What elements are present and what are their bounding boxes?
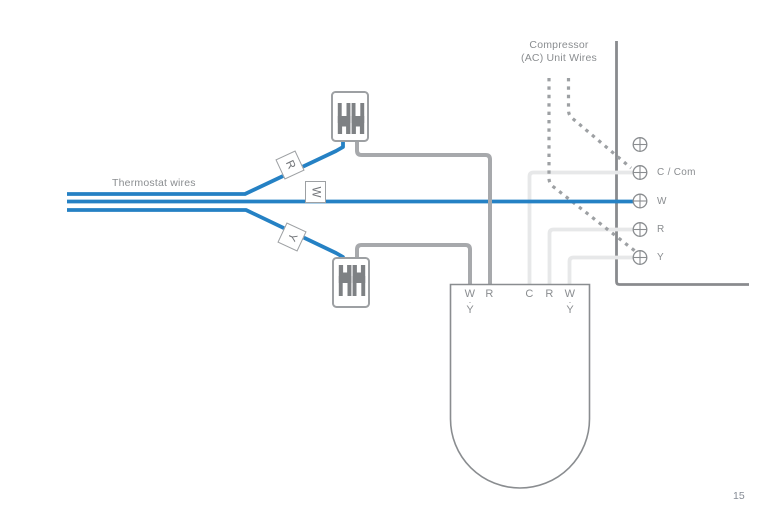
terminal-label-r: R xyxy=(657,224,665,235)
compressor-dashed-wire-right xyxy=(566,78,633,170)
base-terminal-wy-right: W · Y xyxy=(560,289,580,316)
terminal-screw-icon xyxy=(632,250,648,265)
terminal-label-w: W xyxy=(657,195,667,207)
base-terminal-letter: R xyxy=(485,288,494,300)
terminal-screw-icon xyxy=(632,222,648,237)
terminal-label-c-com: C / Com xyxy=(657,167,696,178)
terminal-label-y: Y xyxy=(657,252,664,263)
compressor-label-line2: (AC) Unit Wires xyxy=(521,52,597,64)
terminal-screw-icon xyxy=(632,165,648,180)
base-terminal-sub-letter: Y xyxy=(566,304,574,316)
base-terminal-letter: R xyxy=(545,288,554,300)
base-terminal-r-right: R xyxy=(540,289,560,300)
thermostat-base xyxy=(449,283,591,489)
compressor-unit-wires-label: Compressor (AC) Unit Wires xyxy=(499,39,619,65)
r-terminal-wire xyxy=(547,227,633,288)
wire-tag-r-letter: R xyxy=(282,158,298,172)
y-wire-from-connector xyxy=(355,243,472,288)
base-terminal-r-left: R xyxy=(480,289,500,300)
base-terminal-letter: C xyxy=(525,288,534,300)
wire-tag-w-letter: W xyxy=(309,186,322,198)
base-terminal-sub-letter: Y xyxy=(466,304,474,316)
page-number: 15 xyxy=(733,490,745,502)
compressor-label-line1: Compressor xyxy=(529,39,589,51)
equipment-frame-line xyxy=(615,41,749,286)
thermostat-wires-label: Thermostat wires xyxy=(112,177,196,189)
r-wire-from-connector xyxy=(355,138,492,288)
base-terminal-dot: · xyxy=(568,297,572,307)
thermostat-wire-r xyxy=(67,138,345,196)
base-terminal-wy-left: W · Y xyxy=(460,289,480,316)
base-terminal-letter: W xyxy=(564,288,576,300)
base-terminal-c: C xyxy=(520,289,540,300)
wire-tag-w: W xyxy=(305,181,326,203)
wire-tag-y-letter: Y xyxy=(284,230,300,244)
terminal-screw-icon xyxy=(632,193,648,209)
compressor-dashed-wire-left xyxy=(547,78,636,253)
wire-connector-icon xyxy=(332,257,370,308)
wire-connector-icon xyxy=(331,91,369,142)
base-terminal-dot: · xyxy=(468,297,472,307)
terminal-screw-icon xyxy=(632,137,648,152)
y-terminal-wire xyxy=(567,255,633,288)
base-terminal-letter: W xyxy=(464,288,476,300)
c-wire xyxy=(527,170,633,288)
